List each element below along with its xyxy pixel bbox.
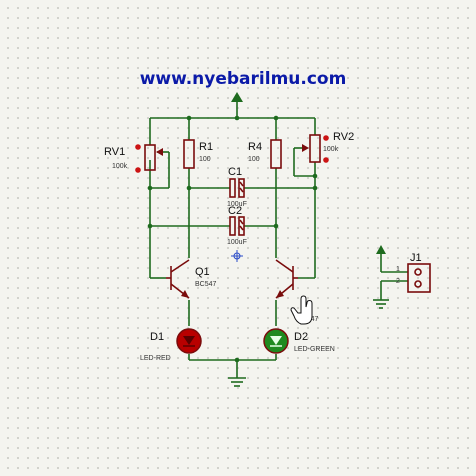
wiring (149, 117, 316, 378)
potentiometer-rv1[interactable]: RV1 100k (104, 144, 163, 173)
c2-value: 100uF (227, 239, 247, 246)
j1-pin1: 1 (396, 266, 400, 273)
power-terminal-icon[interactable] (231, 92, 243, 118)
rv2-value: 100k (323, 146, 339, 153)
capacitor-c2[interactable]: C2 100uF (227, 205, 247, 246)
d2-label: D2 (294, 331, 308, 343)
led-d1-red[interactable]: D1 LED-RED (140, 328, 202, 362)
hand-cursor-icon (290, 295, 313, 325)
junctions (147, 115, 318, 363)
q1-value: BC547 (195, 281, 217, 288)
j1-label: J1 (410, 252, 422, 264)
d1-value: LED-RED (140, 355, 171, 362)
connector-j1[interactable]: J1 1 2 (373, 245, 431, 309)
d1-label: D1 (150, 331, 164, 343)
led-d2-green[interactable]: D2 LED-GREEN (263, 328, 335, 354)
resistor-r1[interactable]: R1 100 (183, 139, 213, 169)
d2-value: LED-GREEN (294, 346, 335, 353)
transistor-q1[interactable]: Q1 BC547 (166, 259, 217, 299)
ground-icon[interactable] (228, 377, 246, 387)
capacitor-c1[interactable]: C1 100uF (227, 166, 247, 208)
watermark-text: www.nyebarilmu.com (140, 69, 347, 89)
resistor-r4[interactable]: R4 100 (248, 139, 282, 169)
rv2-label: RV2 (333, 131, 354, 143)
potentiometer-rv2[interactable]: RV2 100k (302, 131, 354, 163)
c1-label: C1 (228, 166, 242, 178)
q1-label: Q1 (195, 266, 210, 278)
r1-label: R1 (199, 141, 213, 153)
c1-value: 100uF (227, 201, 247, 208)
r4-label: R4 (248, 141, 262, 153)
j1-pin2: 2 (396, 278, 400, 285)
r1-value: 100 (199, 156, 211, 163)
c2-label: C2 (228, 205, 242, 217)
rv1-label: RV1 (104, 146, 125, 158)
r4-value: 100 (248, 156, 260, 163)
rv1-value: 100k (112, 163, 128, 170)
origin-marker-icon (231, 250, 243, 262)
